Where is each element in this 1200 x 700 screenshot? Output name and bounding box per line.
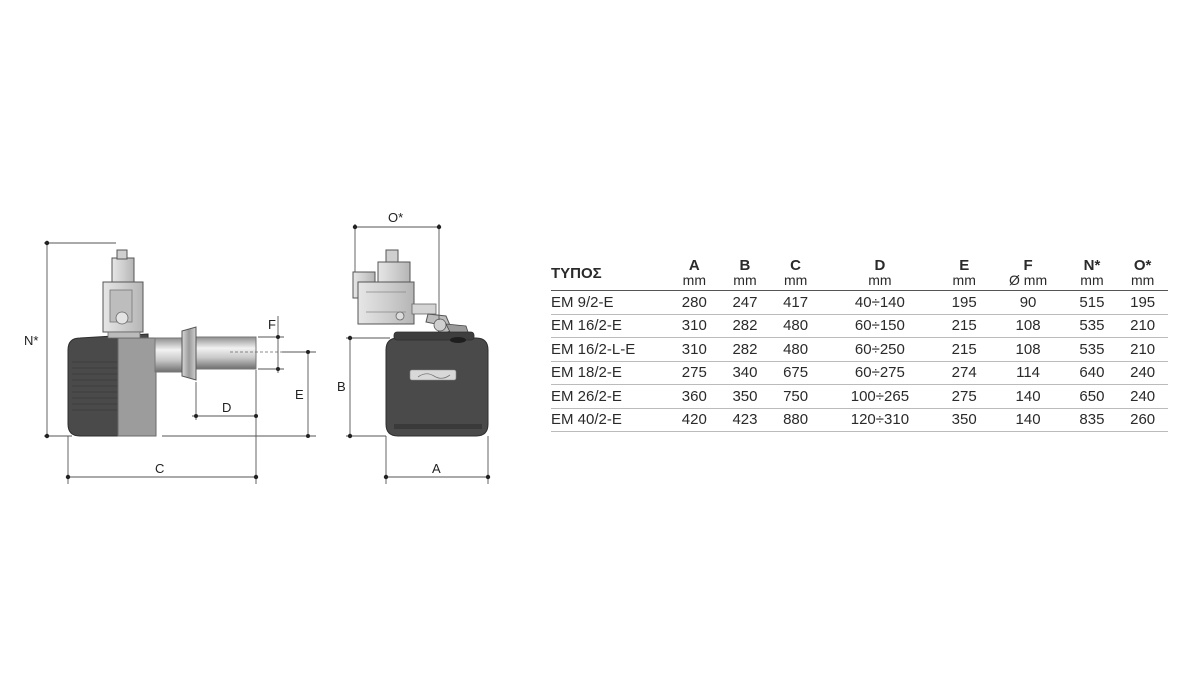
cell: 210 — [1130, 317, 1156, 335]
cell: 240 — [1130, 387, 1156, 405]
front-valve-body — [357, 281, 415, 325]
dim-label-n-star: N* — [24, 333, 38, 348]
cell: 140 — [1015, 411, 1041, 429]
cell-type: EM 16/2-E — [551, 317, 622, 335]
dim-label-f: F — [268, 317, 276, 332]
table-row: EM 26/2-E 360 350 750 100÷265 275 140 65… — [551, 385, 1168, 408]
cell: 417 — [783, 293, 809, 311]
cell: 750 — [783, 387, 809, 405]
cell: 60÷150 — [854, 317, 905, 335]
cell: 515 — [1079, 293, 1105, 311]
cell: 282 — [732, 340, 758, 358]
dim-label-e: E — [295, 387, 304, 402]
cell: 120÷310 — [850, 411, 910, 429]
side-view-dimensions — [44, 242, 316, 484]
side-view — [67, 249, 292, 437]
header-o-star: O*mm — [1130, 257, 1155, 288]
table-row: EM 9/2-E 280 247 417 40÷140 195 90 515 1… — [551, 291, 1168, 314]
cell: 114 — [1016, 364, 1041, 382]
cell: 140 — [1015, 387, 1041, 405]
cell: 535 — [1079, 317, 1105, 335]
cell: 835 — [1079, 411, 1105, 429]
cell: 108 — [1015, 340, 1041, 358]
cell: 195 — [951, 293, 977, 311]
side-view-dimension-dots — [44, 240, 310, 480]
cell: 880 — [783, 411, 809, 429]
front-view-dimensions — [346, 224, 490, 484]
cell: 535 — [1079, 340, 1105, 358]
table-row: EM 16/2-L-E 310 282 480 60÷250 215 108 5… — [551, 338, 1168, 361]
cell: 215 — [951, 340, 977, 358]
cell: 280 — [681, 293, 707, 311]
cell: 60÷275 — [854, 364, 905, 382]
front-valve-top — [385, 249, 399, 263]
table-row: EM 40/2-E 420 423 880 120÷310 350 140 83… — [551, 408, 1168, 432]
cell: 240 — [1130, 364, 1156, 382]
cell: 215 — [951, 317, 977, 335]
header-type: ΤΥΠΟΣ — [551, 264, 602, 282]
cell-type: EM 40/2-E — [551, 411, 622, 429]
table-row: EM 18/2-E 275 340 675 60÷275 274 114 640… — [551, 361, 1168, 385]
cell: 310 — [681, 317, 707, 335]
cell: 350 — [732, 387, 758, 405]
cell: 195 — [1130, 293, 1156, 311]
front-view-dimension-dots — [347, 224, 491, 480]
cell: 360 — [681, 387, 707, 405]
dim-label-d: D — [222, 400, 231, 415]
cell-type: EM 18/2-E — [551, 364, 622, 382]
cell: 60÷250 — [854, 340, 905, 358]
burner-dimension-drawing: N* F E D C — [24, 210, 491, 484]
cell: 275 — [951, 387, 977, 405]
table-row: EM 16/2-E 310 282 480 60÷150 215 108 535… — [551, 314, 1168, 338]
cell: 210 — [1130, 340, 1156, 358]
cell: 340 — [732, 364, 758, 382]
cell: 90 — [1019, 293, 1037, 311]
cell: 480 — [783, 317, 809, 335]
cell: 350 — [951, 411, 977, 429]
header-n-star: N*mm — [1080, 257, 1104, 288]
cell: 260 — [1130, 411, 1156, 429]
side-neck — [154, 337, 186, 373]
cell-type: EM 26/2-E — [551, 387, 622, 405]
cell: 640 — [1079, 364, 1105, 382]
cell: 108 — [1015, 317, 1041, 335]
cell: 650 — [1079, 387, 1105, 405]
side-valve-top — [111, 257, 135, 283]
cell: 675 — [783, 364, 809, 382]
cell: 420 — [681, 411, 707, 429]
cell-type: EM 16/2-L-E — [551, 340, 636, 358]
dim-label-b: B — [337, 379, 346, 394]
front-housing — [385, 337, 489, 437]
cell-type: EM 9/2-E — [551, 293, 614, 311]
dim-label-o-star: O* — [388, 210, 403, 225]
cell: 423 — [732, 411, 758, 429]
cell: 282 — [732, 317, 758, 335]
cell: 275 — [681, 364, 707, 382]
cell: 310 — [681, 340, 707, 358]
cell: 247 — [732, 293, 758, 311]
side-casing — [117, 337, 157, 437]
front-view — [352, 249, 489, 437]
cell: 40÷140 — [854, 293, 905, 311]
cell: 100÷265 — [850, 387, 910, 405]
mounting-flange — [181, 326, 197, 381]
blast-tube — [185, 336, 257, 370]
cell: 480 — [783, 340, 809, 358]
dim-label-c: C — [155, 461, 164, 476]
cell: 274 — [951, 364, 977, 382]
dim-label-a: A — [432, 461, 441, 476]
